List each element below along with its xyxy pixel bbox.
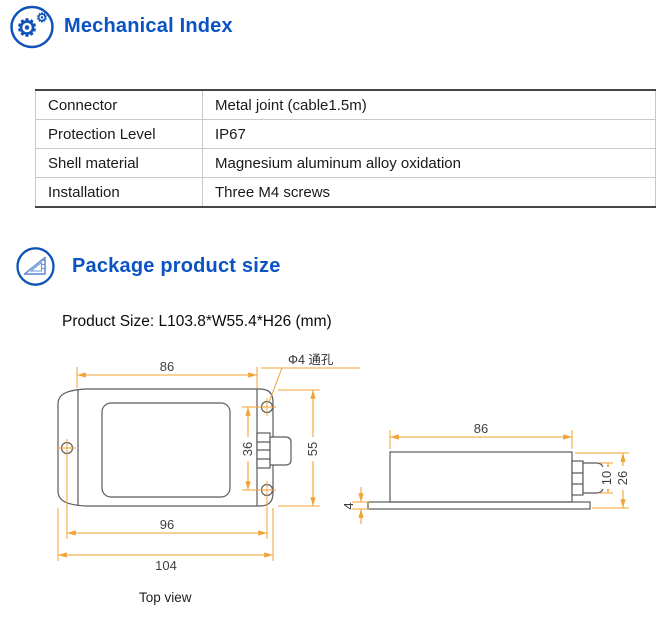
dim-55-label: 55 (305, 442, 320, 456)
side-view-connector-block (571, 460, 584, 496)
dimension-drawing: 86 Φ4 通孔 36 55 96 104 Top view (57, 353, 630, 605)
icon-circle (16, 247, 55, 286)
gears-icon: ⚙ ⚙ (10, 5, 54, 49)
large-gear-glyph: ⚙ (16, 15, 38, 42)
triangle-inner (29, 261, 43, 272)
dim-104-label: 104 (155, 558, 177, 573)
spec-table: Connector Metal joint (cable1.5m) Protec… (35, 89, 656, 208)
product-size-text: Product Size: L103.8*W55.4*H26 (mm) (62, 313, 332, 330)
mechanical-section-header: ⚙ ⚙ (10, 5, 54, 54)
mechanical-section-title: Mechanical Index (64, 15, 233, 37)
side-view-body (389, 451, 573, 503)
screw-hole-bottom-right (258, 481, 276, 499)
spec-table-container: Connector Metal joint (cable1.5m) Protec… (35, 89, 656, 208)
set-square-icon (16, 247, 55, 286)
table-row: Installation Three M4 screws (35, 177, 656, 208)
spec-value: Metal joint (cable1.5m) (202, 89, 656, 120)
side-view-connector-lines (572, 472, 583, 485)
dim-10-label: 10 (599, 471, 614, 485)
top-view-connector-plug (269, 436, 292, 466)
spec-value: Magnesium aluminum alloy oxidation (202, 148, 656, 178)
dim-86-top-label: 86 (160, 359, 174, 374)
spec-label: Shell material (35, 148, 203, 178)
dim-36-label: 36 (240, 442, 255, 456)
small-gear-glyph: ⚙ (36, 10, 48, 25)
dim-86-side-label: 86 (474, 421, 488, 436)
spec-label: Installation (35, 177, 203, 208)
top-view-drawing: 86 Φ4 通孔 36 55 96 104 Top view (57, 353, 360, 605)
dim-96-label: 96 (160, 517, 174, 532)
triangle-outer (23, 256, 46, 275)
dim-4-label: 4 (341, 502, 356, 509)
dim-26-label: 26 (615, 471, 630, 485)
screw-hole-left (58, 439, 76, 457)
side-view-base-flange (367, 501, 591, 510)
top-view-connector-lines (257, 441, 270, 460)
hole-diameter-label: Φ4 通孔 (288, 353, 334, 367)
side-view-drawing: 86 4 10 26 (341, 421, 630, 524)
spec-label: Protection Level (35, 119, 203, 149)
icon-circle (10, 5, 54, 49)
spec-label: Connector (35, 89, 203, 120)
package-section-title: Package product size (72, 255, 281, 277)
table-row: Connector Metal joint (cable1.5m) (35, 89, 656, 120)
hole-label-leader (268, 367, 283, 403)
ruler-ticks (42, 260, 45, 269)
top-view-lid (101, 402, 231, 498)
spec-value: Three M4 screws (202, 177, 656, 208)
top-view-caption: Top view (139, 590, 192, 605)
spec-value: IP67 (202, 119, 656, 149)
table-row: Protection Level IP67 (35, 119, 656, 149)
table-row: Shell material Magnesium aluminum alloy … (35, 148, 656, 178)
screw-hole-top-right (258, 398, 276, 416)
package-section-header (16, 247, 56, 292)
